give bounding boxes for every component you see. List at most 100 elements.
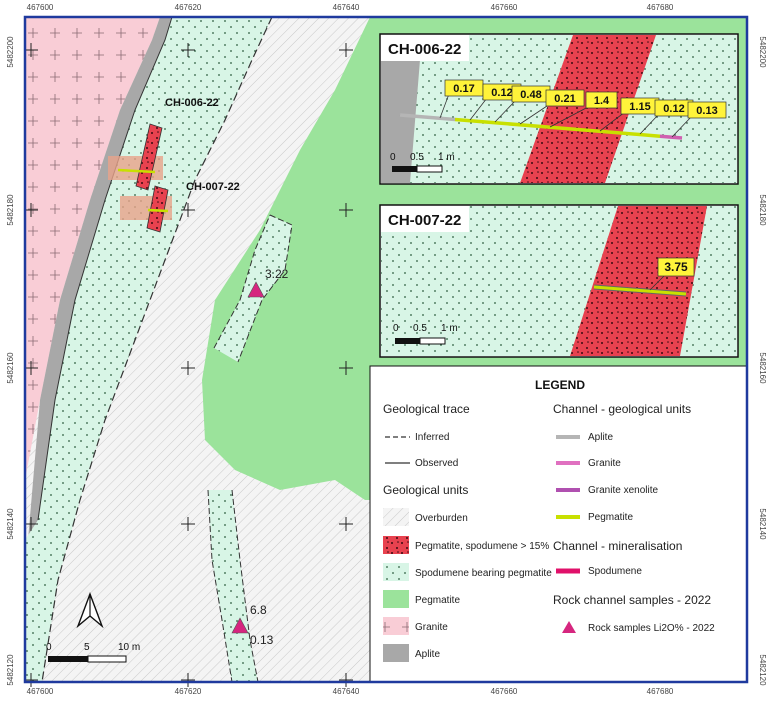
legend-spodumene-pegmatite-swatch: [383, 563, 409, 581]
legend-panel: [369, 365, 748, 683]
sample-marker-1: [247, 281, 265, 298]
inset1-value-text: 0.13: [696, 105, 717, 117]
inset2-spodumene-pegmatite: [570, 206, 707, 356]
pegmatite-spodumene-lens-2: [146, 185, 169, 233]
inset2-title-box: [381, 206, 469, 232]
legend-title: LEGEND: [535, 378, 585, 392]
inset2-value-callout: 3.75: [649, 257, 695, 291]
grid-cross: [24, 43, 38, 57]
grid-cross: [339, 361, 353, 375]
legend-granite-swatch: [383, 617, 409, 635]
inset1-scale-0: 0: [390, 152, 396, 163]
legend-aplite-swatch: [383, 644, 409, 662]
x-tick-label: 467600: [27, 3, 54, 12]
pegmatite-spodumene-lens-1: [135, 123, 163, 191]
x-tick-label: 467620: [175, 3, 202, 12]
inset1-value-callout: 0.21: [519, 89, 585, 125]
legend-item-spodumene-pegmatite: Spodumene bearing pegmatite: [415, 568, 552, 579]
legend-item-pegmatite: Pegmatite: [415, 595, 460, 606]
sample-value-2: 6.8: [250, 603, 267, 617]
legend-item-samples: Rock samples Li2O% - 2022: [588, 623, 715, 634]
legend-item-channel-pegmatite: Pegmatite: [588, 512, 633, 523]
grid-cross: [24, 517, 38, 531]
inset1-scale-bar: 0 0.5 1 m: [390, 152, 455, 173]
inset1-value-callout: 1.15: [599, 97, 660, 132]
y-tick-label: 5482160: [6, 352, 15, 384]
inset1-value-text: 0.17: [453, 83, 474, 95]
observed-trace: [37, 17, 173, 521]
inset1-value-text: 0.12: [491, 87, 512, 99]
grid-cross: [181, 517, 195, 531]
inset1-title-box: [381, 35, 469, 61]
grid-cross: [24, 673, 38, 687]
legend-item-spodumene: Spodumene: [588, 566, 642, 577]
scale-label-5: 5: [84, 642, 90, 653]
grid-cross: [181, 43, 195, 57]
y-tick-label: 5482140: [758, 508, 767, 540]
x-tick-label: 467620: [175, 687, 202, 696]
inset1-value-callout: 0.48: [494, 85, 551, 123]
grid-cross: [339, 43, 353, 57]
legend-overburden-swatch: [383, 508, 409, 526]
legend-item-pegmatite-spodumene: Pegmatite, spodumene > 15%: [415, 541, 549, 552]
grid-cross: [181, 203, 195, 217]
inset1-value-text: 0.48: [520, 89, 541, 101]
sample-value-1: 3.22: [265, 267, 289, 281]
inset-ch-007-title: CH-007-22: [388, 212, 461, 229]
north-arrow-icon: [76, 592, 104, 629]
inset2-value-text: 3.75: [664, 260, 688, 274]
granite-area: [25, 17, 160, 480]
legend-item-observed: Observed: [415, 458, 458, 469]
inset1-value-text: 0.21: [554, 93, 575, 105]
inset1-aplite: [381, 60, 420, 183]
inset1-value-text: 1.15: [629, 101, 650, 113]
legend-pegmatite-swatch: [383, 590, 409, 608]
y-tick-label: 5482180: [758, 194, 767, 226]
inset1-value-callout: 0.13: [671, 101, 727, 138]
map-frame: [23, 15, 749, 684]
sample-value-3: 0.13: [250, 633, 274, 647]
inset1-value-callout: 0.17: [439, 79, 484, 119]
y-tick-label: 5482120: [758, 654, 767, 686]
inset1-value-callout: 0.12: [469, 83, 522, 121]
legend-item-channel-xenolite: Granite xenolite: [588, 485, 658, 496]
grid-cross: [24, 203, 38, 217]
legend-heading-trace: Geological trace: [383, 402, 470, 416]
sample-marker-2: [231, 617, 249, 634]
x-tick-label: 467640: [333, 3, 360, 12]
y-coordinate-labels-right: 5482200 5482180 5482160 5482140 5482120: [758, 36, 767, 686]
legend-item-channel-aplite: Aplite: [588, 432, 613, 443]
inset1-value-callout: 0.12: [639, 99, 694, 135]
inset2-scale-0: 0: [393, 323, 399, 334]
inset1-channel-granite: [659, 134, 683, 140]
channel-label-ch-007: CH-007-22: [186, 181, 240, 193]
y-tick-label: 5482160: [758, 352, 767, 384]
inset1-value-callout: 1.4: [549, 91, 618, 128]
legend-item-aplite: Aplite: [415, 649, 440, 660]
x-tick-label: 467680: [647, 3, 674, 12]
scale-label-0: 0: [46, 642, 52, 653]
inset2-value-labels: 3.75: [649, 257, 695, 291]
legend-heading-mineralisation: Channel - mineralisation: [553, 539, 682, 553]
channel-ch-006: [117, 168, 156, 174]
inset-ch-006-title: CH-006-22: [388, 41, 461, 58]
inset1-scale-1m: 1 m: [438, 152, 455, 163]
legend-heading-units: Geological units: [383, 483, 468, 497]
grid-cross: [339, 203, 353, 217]
grid-cross: [24, 361, 38, 375]
grid-cross: [181, 673, 195, 687]
y-tick-label: 5482180: [6, 194, 15, 226]
inset2-scale-1m: 1 m: [441, 323, 458, 334]
legend-sample-triangle-icon: [562, 621, 576, 633]
grid-cross: [181, 361, 195, 375]
y-tick-label: 5482200: [758, 36, 767, 68]
grid-cross: [339, 517, 353, 531]
legend-item-inferred: Inferred: [415, 432, 449, 443]
inset1-value-text: 1.4: [594, 95, 610, 107]
inset1-scale-05: 0.5: [410, 152, 424, 163]
x-tick-label: 467680: [647, 687, 674, 696]
y-tick-label: 5482140: [6, 508, 15, 540]
